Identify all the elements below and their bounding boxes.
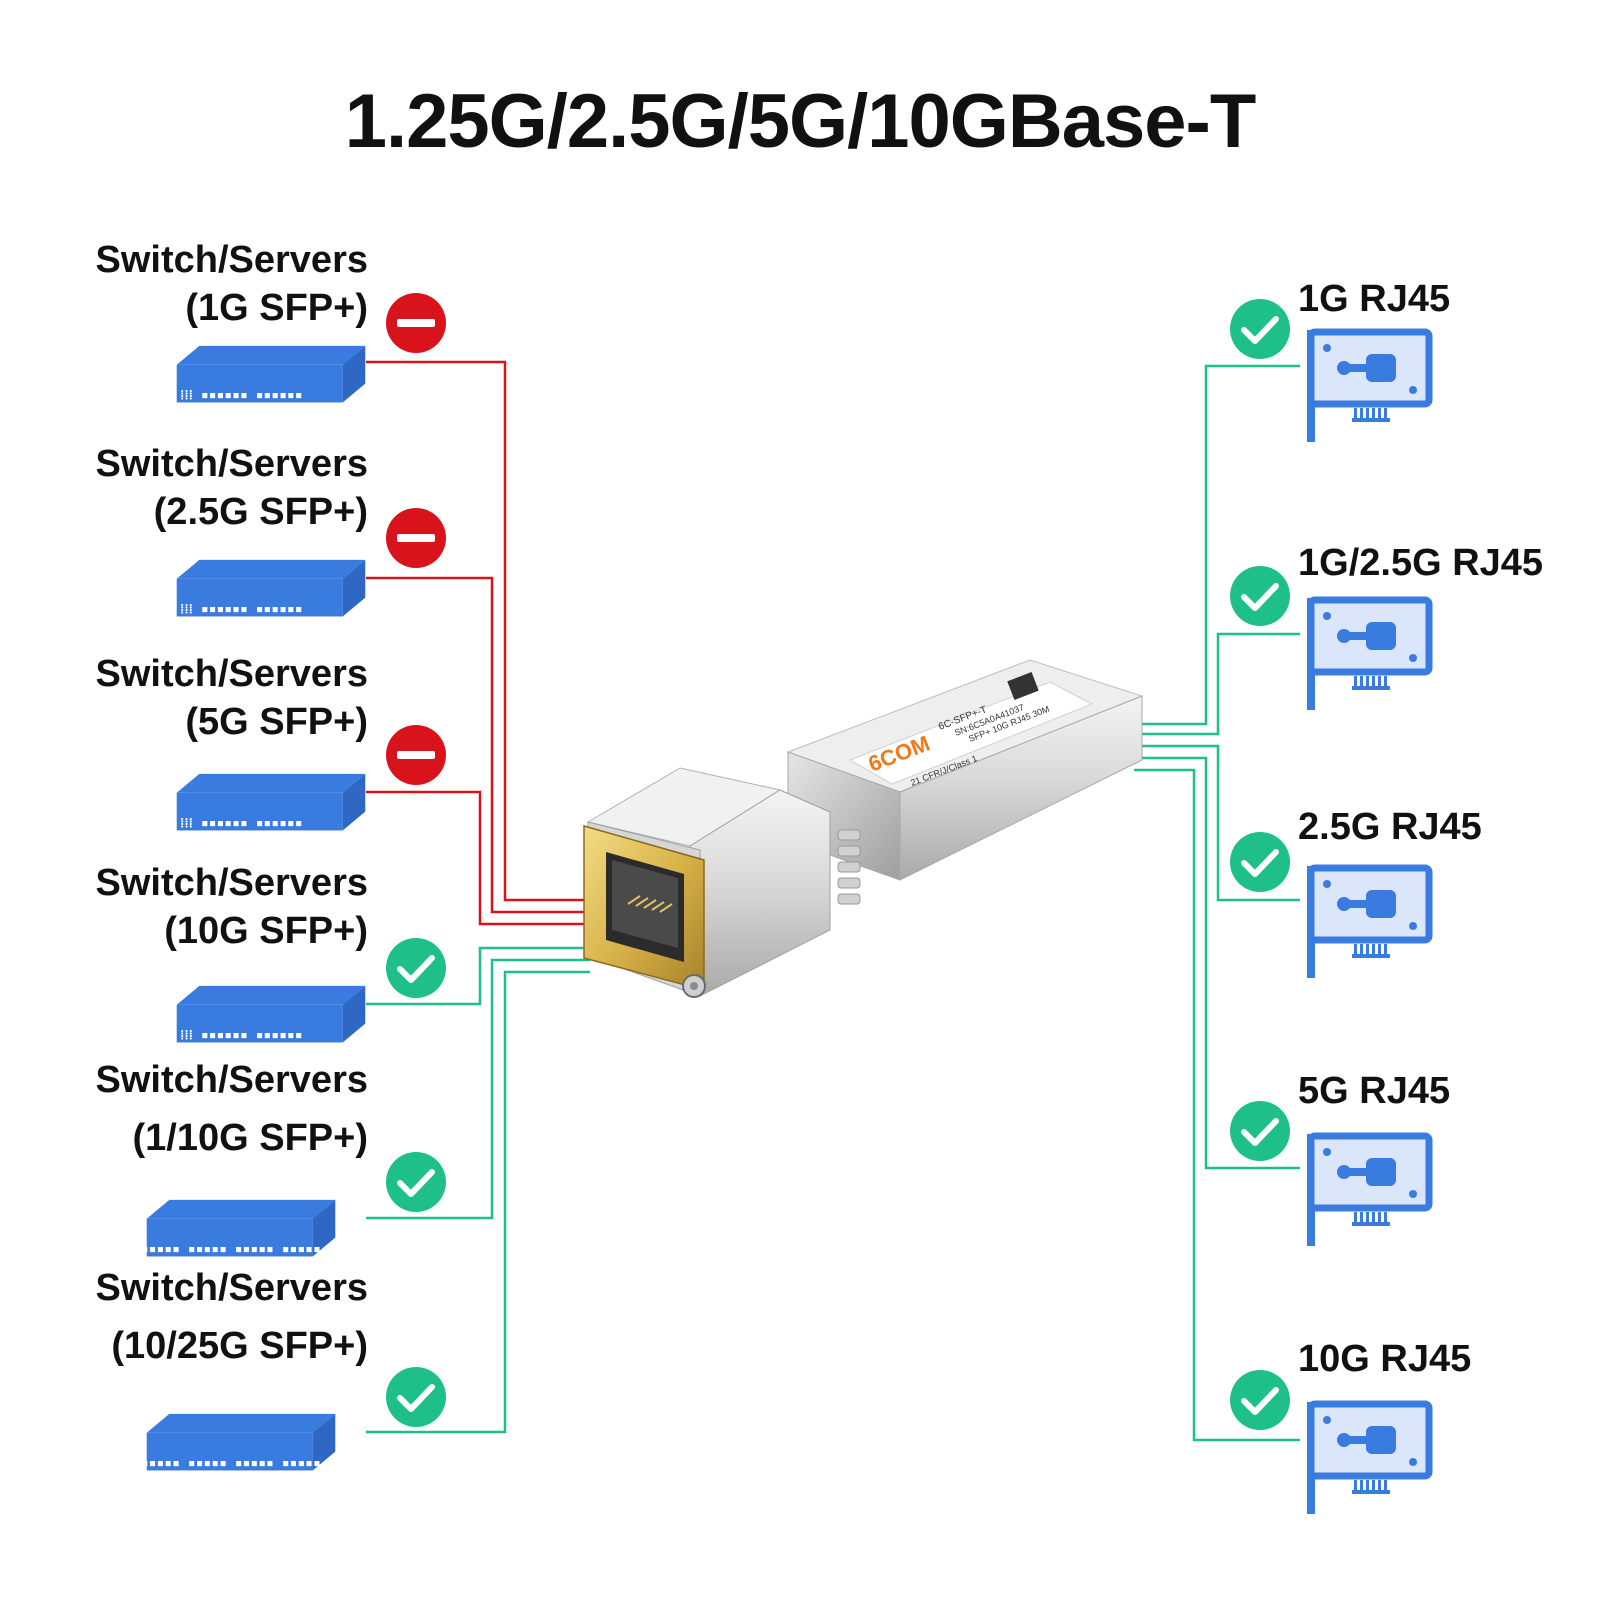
nic-status-icons xyxy=(1230,299,1290,1430)
line-nic-10g xyxy=(1134,768,1300,1442)
minus-circle-icon xyxy=(386,293,446,353)
switch-label-line1: Switch/Servers xyxy=(95,653,368,695)
switch-label-line1: Switch/Servers xyxy=(95,1059,368,1101)
switch-icons: ⁞⁞⁞ ▪▪▪▪▪▪ ▪▪▪▪▪▪ ⁞⁞⁞ ▪▪▪▪▪▪ ▪▪▪▪▪▪ ⁞⁞⁞ … xyxy=(120,345,366,1471)
sfp-module: 6COM 6C-SFP+-T SN:6C5A0A41037 SFP+ 10G R… xyxy=(583,659,1144,998)
switch-label-line2: (1/10G SFP+) xyxy=(132,1117,368,1159)
nic-label-1g: 1G RJ45 xyxy=(1298,278,1451,320)
switch-label-10-25g: Switch/Servers (10/25G SFP+) xyxy=(96,1265,368,1369)
switch-label-5g: Switch/Servers (5G SFP+) xyxy=(96,651,368,745)
switch-icon-wide: ⁞⁞⁞ ▪▪▪▪▪ ▪▪▪▪▪ ▪▪▪▪▪ ▪▪▪▪▪ xyxy=(120,1413,336,1471)
connection-lines-compatible-right xyxy=(1134,364,1300,1442)
switch-label-line1: Switch/Servers xyxy=(95,1267,368,1309)
nic-card-icon xyxy=(1307,1400,1433,1514)
nic-label-2-5g: 2.5G RJ45 xyxy=(1298,806,1482,848)
switch-icon: ⁞⁞⁞ ▪▪▪▪▪▪ ▪▪▪▪▪▪ xyxy=(176,773,366,831)
switch-label-2-5g: Switch/Servers (2.5G SFP+) xyxy=(96,441,368,535)
svg-text:⁞⁞⁞ ▪▪▪▪▪▪ ▪▪▪▪▪▪: ⁞⁞⁞ ▪▪▪▪▪▪ ▪▪▪▪▪▪ xyxy=(180,602,303,617)
nic-label-1g-2-5g: 1G/2.5G RJ45 xyxy=(1298,542,1544,584)
line-nic-5g xyxy=(1134,756,1300,1170)
switch-label-1g: Switch/Servers (1G SFP+) xyxy=(96,237,368,331)
nic-label-10g: 10G RJ45 xyxy=(1298,1338,1472,1380)
switch-status-icons xyxy=(386,293,446,1427)
switch-label-1-10g: Switch/Servers (1/10G SFP+) xyxy=(96,1057,368,1161)
connection-lines-incompatible xyxy=(366,360,590,926)
switch-icon: ⁞⁞⁞ ▪▪▪▪▪▪ ▪▪▪▪▪▪ xyxy=(176,559,366,617)
line-1g xyxy=(366,360,590,902)
line-5g xyxy=(366,790,590,926)
check-circle-icon xyxy=(1230,1101,1290,1161)
rj45-pins xyxy=(627,895,673,913)
nic-card-icon xyxy=(1307,1132,1433,1246)
nic-card-icon xyxy=(1307,328,1433,442)
rj45-port-inner xyxy=(612,860,678,948)
switch-label-line2: (1G SFP+) xyxy=(185,287,368,329)
check-circle-icon xyxy=(386,938,446,998)
line-2-5g xyxy=(366,576,590,914)
svg-text:⁞⁞⁞ ▪▪▪▪▪ ▪▪▪▪▪ ▪▪▪▪▪ ▪▪▪▪▪: ⁞⁞⁞ ▪▪▪▪▪ ▪▪▪▪▪ ▪▪▪▪▪ ▪▪▪▪▪ xyxy=(120,1456,321,1471)
check-circle-icon xyxy=(386,1367,446,1427)
check-circle-icon xyxy=(1230,1370,1290,1430)
line-nic-1g-2-5g xyxy=(1134,632,1300,736)
connection-lines-compatible-left xyxy=(366,946,590,1434)
line-nic-2-5g xyxy=(1134,744,1300,902)
svg-text:⁞⁞⁞ ▪▪▪▪▪▪ ▪▪▪▪▪▪: ⁞⁞⁞ ▪▪▪▪▪▪ ▪▪▪▪▪▪ xyxy=(180,388,303,403)
check-circle-icon xyxy=(1230,299,1290,359)
check-circle-icon xyxy=(1230,832,1290,892)
switch-label-line1: Switch/Servers xyxy=(95,239,368,281)
svg-text:⁞⁞⁞ ▪▪▪▪▪▪ ▪▪▪▪▪▪: ⁞⁞⁞ ▪▪▪▪▪▪ ▪▪▪▪▪▪ xyxy=(180,1028,303,1043)
module-label xyxy=(848,681,1094,785)
line-1-10g xyxy=(366,958,590,1220)
check-circle-icon xyxy=(1230,566,1290,626)
switch-label-line2: (10/25G SFP+) xyxy=(111,1325,368,1367)
switch-label-line2: (2.5G SFP+) xyxy=(153,491,368,533)
latch-ribs xyxy=(837,829,861,905)
switch-label-10g: Switch/Servers (10G SFP+) xyxy=(96,860,368,954)
switch-icon-wide: ⁞⁞⁞ ▪▪▪▪▪ ▪▪▪▪▪ ▪▪▪▪▪ ▪▪▪▪▪ xyxy=(120,1199,336,1257)
svg-text:⁞⁞⁞ ▪▪▪▪▪▪ ▪▪▪▪▪▪: ⁞⁞⁞ ▪▪▪▪▪▪ ▪▪▪▪▪▪ xyxy=(180,816,303,831)
switch-icon: ⁞⁞⁞ ▪▪▪▪▪▪ ▪▪▪▪▪▪ xyxy=(176,345,366,403)
nic-card-icon xyxy=(1307,864,1433,978)
switch-icon: ⁞⁞⁞ ▪▪▪▪▪▪ ▪▪▪▪▪▪ xyxy=(176,985,366,1043)
nic-label-5g: 5G RJ45 xyxy=(1298,1070,1451,1112)
nic-card-icons xyxy=(1307,328,1433,1514)
switch-label-line1: Switch/Servers xyxy=(95,862,368,904)
svg-text:⁞⁞⁞ ▪▪▪▪▪ ▪▪▪▪▪ ▪▪▪▪▪ ▪▪▪▪▪: ⁞⁞⁞ ▪▪▪▪▪ ▪▪▪▪▪ ▪▪▪▪▪ ▪▪▪▪▪ xyxy=(120,1242,321,1257)
switch-label-line2: (10G SFP+) xyxy=(164,910,368,952)
line-10g xyxy=(366,946,590,1006)
line-10-25g xyxy=(366,970,590,1434)
page-title: 1.25G/2.5G/5G/10GBase-T xyxy=(344,79,1257,164)
switch-label-line1: Switch/Servers xyxy=(95,443,368,485)
nic-card-icon xyxy=(1307,596,1433,710)
minus-circle-icon xyxy=(386,508,446,568)
minus-circle-icon xyxy=(386,725,446,785)
switch-label-line2: (5G SFP+) xyxy=(185,701,368,743)
check-circle-icon xyxy=(386,1152,446,1212)
qr-code-icon xyxy=(1007,672,1039,700)
line-nic-1g xyxy=(1134,364,1300,726)
